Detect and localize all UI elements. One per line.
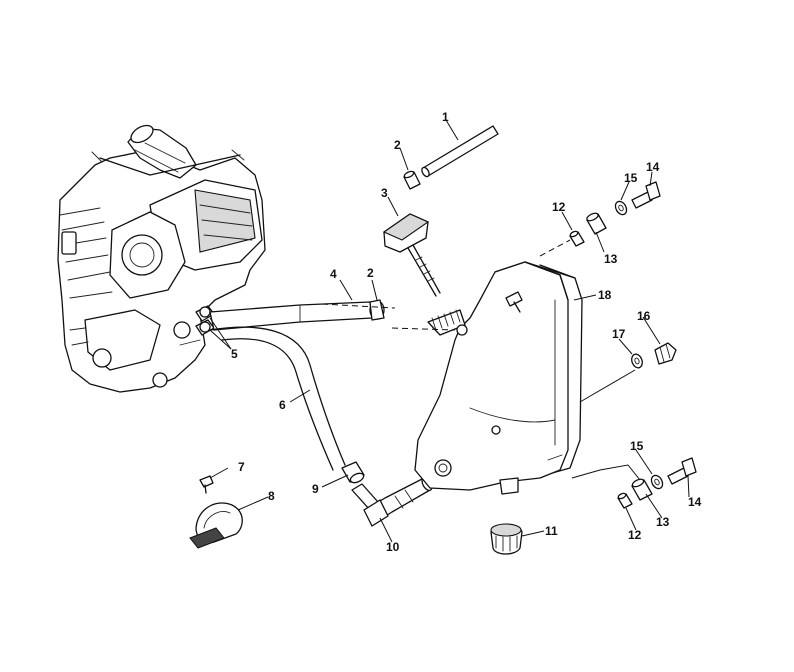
callout-11: 11 bbox=[545, 524, 558, 538]
callout-9: 9 bbox=[312, 482, 319, 496]
callout-14-lower: 14 bbox=[688, 495, 702, 509]
callout-13-lower: 13 bbox=[656, 515, 670, 529]
engine-assembly bbox=[57, 124, 266, 393]
callout-16: 16 bbox=[637, 309, 651, 323]
part-cap-top bbox=[403, 170, 421, 190]
callout-14-upper: 14 bbox=[646, 160, 660, 174]
part-elbow-fitting bbox=[351, 476, 433, 527]
callout-2-top: 2 bbox=[394, 138, 401, 152]
part-screw bbox=[199, 475, 214, 494]
part-oil-tank bbox=[414, 261, 583, 495]
part-washer-lower bbox=[650, 474, 664, 490]
part-vent-hose bbox=[209, 301, 373, 331]
callout-12-lower: 12 bbox=[628, 528, 642, 542]
part-bolt-upper bbox=[631, 181, 661, 209]
callout-7: 7 bbox=[238, 460, 245, 474]
callout-12-upper: 12 bbox=[552, 200, 566, 214]
assembly-lines bbox=[321, 239, 641, 481]
callout-3: 3 bbox=[381, 186, 388, 200]
callout-15-lower: 15 bbox=[630, 439, 644, 453]
part-clamp-hose bbox=[369, 299, 385, 321]
callout-13-upper: 13 bbox=[604, 252, 618, 266]
part-drain-cap bbox=[490, 523, 523, 555]
part-fitting-side bbox=[654, 342, 677, 365]
part-tube bbox=[421, 125, 499, 178]
part-bolt-lower bbox=[667, 457, 697, 485]
callout-6: 6 bbox=[279, 398, 286, 412]
part-dipstick bbox=[382, 213, 441, 297]
callout-15-upper: 15 bbox=[624, 171, 638, 185]
callout-4: 4 bbox=[330, 267, 337, 281]
callout-17: 17 bbox=[612, 327, 626, 341]
callout-labels: 1 2 3 4 2 5 6 7 8 9 10 11 12 13 15 14 18… bbox=[231, 110, 702, 554]
part-hose-end bbox=[341, 461, 365, 484]
part-washer-side bbox=[631, 353, 643, 369]
callout-10: 10 bbox=[386, 540, 400, 554]
part-oil-hose bbox=[209, 326, 346, 471]
leader-lines bbox=[209, 119, 690, 543]
part-washer-upper bbox=[614, 200, 628, 216]
part-grommet-upper bbox=[586, 212, 607, 235]
callout-18: 18 bbox=[598, 288, 612, 302]
callout-5: 5 bbox=[231, 347, 238, 361]
part-spacer-upper bbox=[569, 230, 585, 247]
callout-1: 1 bbox=[442, 110, 449, 124]
part-spacer-lower bbox=[617, 492, 633, 509]
part-grommet-lower bbox=[631, 478, 653, 501]
callout-8: 8 bbox=[268, 489, 275, 503]
part-clamp bbox=[189, 502, 243, 549]
callout-2-hose: 2 bbox=[367, 266, 374, 280]
